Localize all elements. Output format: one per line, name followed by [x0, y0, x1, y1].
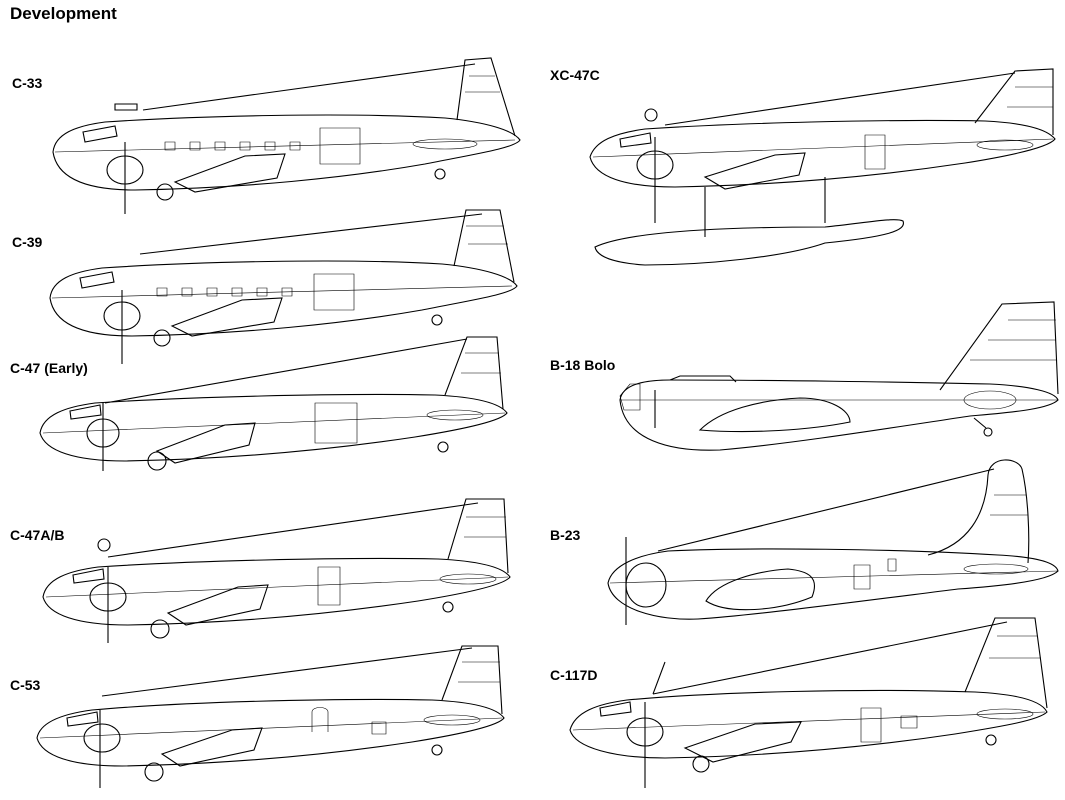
- label-b18: B-18 Bolo: [550, 357, 616, 373]
- xc47c-drawing: [585, 67, 1060, 277]
- label-c33: C-33: [12, 75, 43, 91]
- page-title: Development: [10, 4, 117, 23]
- label-c117d: C-117D: [550, 667, 598, 683]
- label-c53: C-53: [10, 677, 41, 693]
- c53-drawing: [32, 642, 512, 792]
- label-c47-early: C-47 (Early): [10, 360, 88, 376]
- label-c47ab: C-47A/B: [10, 527, 65, 543]
- c47-early-drawing: [35, 333, 515, 478]
- label-b23: B-23: [550, 527, 581, 543]
- label-c39: C-39: [12, 234, 43, 250]
- c33-drawing: [45, 52, 525, 222]
- c117d-drawing: [565, 612, 1055, 792]
- label-xc47c: XC-47C: [550, 67, 600, 83]
- b18-drawing: [610, 300, 1065, 460]
- c39-drawing: [42, 206, 522, 366]
- c47ab-drawing: [38, 497, 518, 647]
- b23-drawing: [598, 455, 1063, 645]
